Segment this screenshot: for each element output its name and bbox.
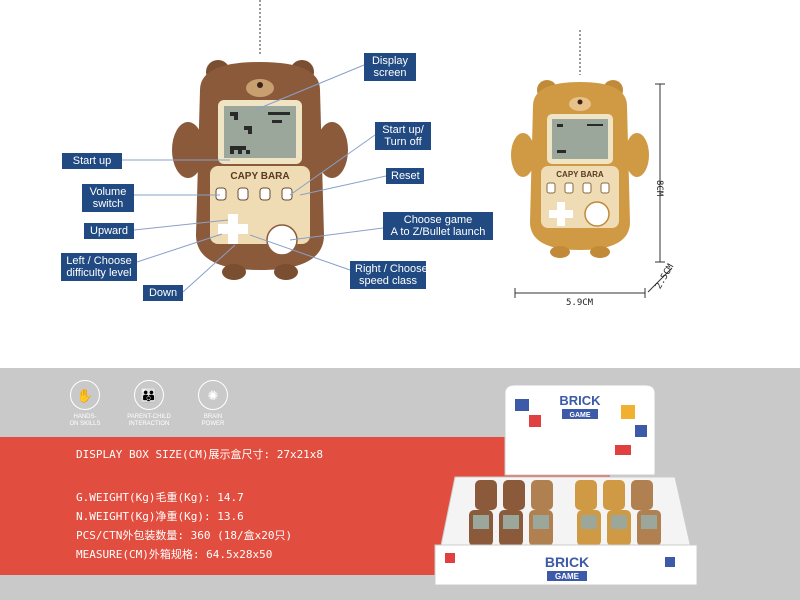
svg-text:CAPY BARA: CAPY BARA bbox=[230, 171, 289, 182]
label-start-up-turn-off: Start up/ Turn off bbox=[375, 122, 431, 150]
svg-text:GAME: GAME bbox=[555, 572, 580, 581]
label-display-screen: Display screen bbox=[364, 53, 416, 81]
feature-label: PARENT-CHILD INTERACTION bbox=[127, 414, 171, 427]
spec-measure: MEASURE(CM)外箱规格: 64.5x28x50 bbox=[76, 548, 273, 561]
label-down: Down bbox=[143, 285, 183, 301]
feature-parent-child: 👪 PARENT-CHILD INTERACTION bbox=[114, 380, 184, 428]
hand-icon: ✋ bbox=[70, 380, 100, 410]
feature-label: BRAIN POWER bbox=[201, 414, 225, 427]
label-upward: Upward bbox=[84, 223, 134, 239]
dimension-lines bbox=[514, 83, 673, 298]
svg-text:GAME: GAME bbox=[570, 412, 591, 419]
feature-brain-power: ✺ BRAIN POWER bbox=[178, 380, 248, 428]
dimension-height: 8CM bbox=[654, 180, 664, 197]
spec-gross-weight: G.WEIGHT(Kg)毛重(Kg): 14.7 bbox=[76, 491, 244, 504]
spec-pcs-ctn: PCS/CTN外包装数量: 360 (18/盒x20只) bbox=[76, 529, 293, 542]
label-reset: Reset bbox=[386, 168, 424, 184]
dimension-width: 5.9CM bbox=[566, 298, 594, 308]
callout-leader-lines bbox=[122, 64, 387, 293]
svg-text:CAPY BARA: CAPY BARA bbox=[556, 170, 604, 179]
display-box-illustration: BRICK GAME BRICK GAME bbox=[434, 385, 698, 586]
brain-icon: ✺ bbox=[198, 380, 228, 410]
gold-capybara-device: CAPY BARA bbox=[511, 30, 649, 258]
feature-hands-on: ✋ HANDS- ON SKILLS bbox=[50, 380, 120, 428]
parent-child-icon: 👪 bbox=[134, 380, 164, 410]
label-left-choose: Left / Choose difficulty level bbox=[61, 253, 137, 281]
label-right-choose: Right / Choose speed class bbox=[350, 261, 428, 289]
svg-text:BRICK: BRICK bbox=[559, 393, 601, 408]
product-diagram-area: CAPY BARA Display screen Start up/ Turn … bbox=[61, 0, 677, 308]
svg-text:BRICK: BRICK bbox=[545, 554, 589, 570]
spec-display-box: DISPLAY BOX SIZE(CM)展示盒尺寸: 27x21x8 bbox=[76, 448, 324, 461]
label-start-up: Start up bbox=[62, 153, 122, 169]
label-volume-switch: Volume switch bbox=[82, 184, 134, 212]
brown-capybara-device: CAPY BARA bbox=[172, 0, 348, 280]
feature-label: HANDS- ON SKILLS bbox=[69, 414, 101, 427]
label-choose-game: Choose game A to Z/Bullet launch bbox=[383, 212, 493, 240]
spec-net-weight: N.WEIGHT(Kg)净重(Kg): 13.6 bbox=[76, 510, 244, 523]
